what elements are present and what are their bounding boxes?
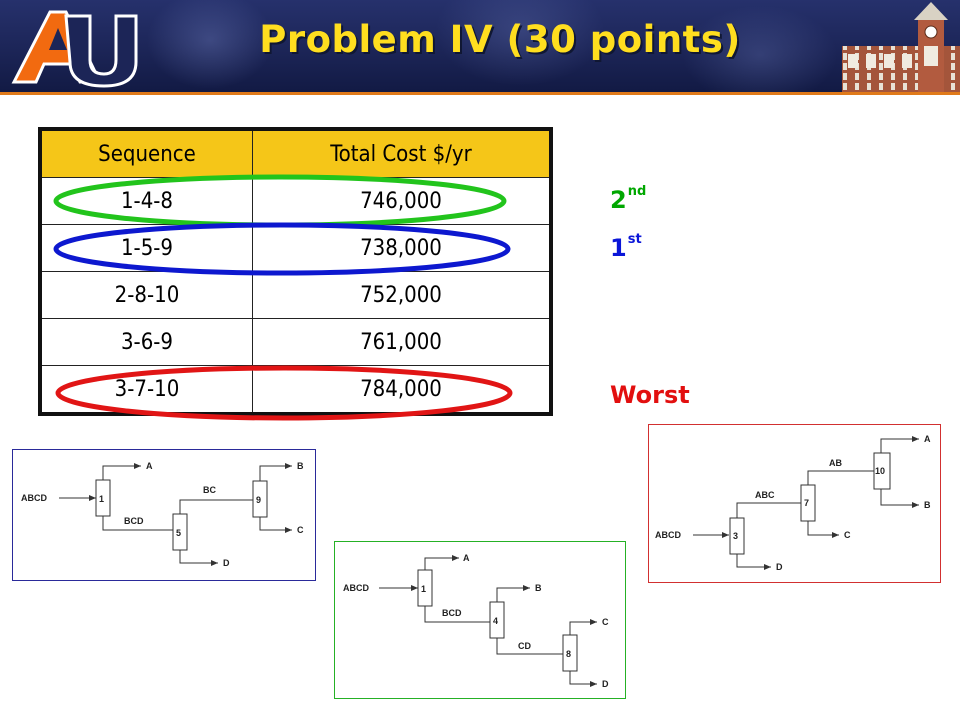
stream-label: D [776,562,783,572]
auburn-logo-icon [11,10,138,88]
unit-label: 1 [99,494,104,504]
rank-worst-label: Worst [610,381,690,409]
cost-cell: 746,000 [252,177,552,225]
sequence-diagram-1-5-9: ABCD 1 5 9 A BCD BC B C D [12,449,316,581]
sequence-cell: 1-5-9 [39,224,253,272]
feed-label: ABCD [343,583,369,593]
rank-second-label: 2nd [610,184,647,214]
cost-cell: 738,000 [252,224,552,272]
stream-label: C [602,617,609,627]
flow-diagram: ABCD 1 5 9 A BCD BC B C D [21,461,304,568]
rank-first-label: 1st [610,232,642,262]
unit-label: 4 [493,616,498,626]
stream-label: D [602,679,609,689]
table-row: 3-7-10 784,000 [39,365,552,415]
stream-label: BCD [124,516,144,526]
feed-label: ABCD [21,493,47,503]
stream-label: A [924,434,931,444]
sequence-cell: 2-8-10 [39,271,253,319]
page-title: Problem IV (30 points) [259,18,741,61]
rank-number: 1 [610,234,627,262]
column-header-sequence: Sequence [39,128,253,178]
stream-label: C [297,525,304,535]
stream-label: BCD [442,608,462,618]
sequence-cell: 1-4-8 [39,177,253,225]
unit-label: 5 [176,528,181,538]
unit-label: 9 [256,495,261,505]
stream-label: BC [203,485,216,495]
flow-diagram: ABCD 1 4 8 A BCD B CD C D [343,553,609,689]
table-row: 2-8-10 752,000 [39,271,552,319]
sequence-diagram-1-4-8: ABCD 1 4 8 A BCD B CD C D [334,541,626,699]
stream-label: D [223,558,230,568]
rank-suffix: st [627,232,642,247]
sequence-cell: 3-7-10 [39,365,253,415]
stream-label: B [535,583,542,593]
feed-label: ABCD [655,530,681,540]
cost-cell: 784,000 [252,365,552,415]
column-header-cost: Total Cost $/yr [252,128,552,178]
stream-label: CD [518,641,531,651]
table-header-row: Sequence Total Cost $/yr [39,128,552,178]
sequence-diagram-3-7-10: ABCD 3 7 10 ABC AB A B C D [648,424,941,583]
sequence-cell: 3-6-9 [39,318,253,366]
unit-label: 3 [733,531,738,541]
header-divider [0,92,960,95]
table-row: 1-5-9 738,000 [39,224,552,272]
stream-label: A [463,553,470,563]
unit-label: 1 [421,584,426,594]
stream-label: ABC [755,490,775,500]
stream-label: C [844,530,851,540]
cost-cell: 752,000 [252,271,552,319]
rank-suffix: nd [627,184,647,199]
cost-table: Sequence Total Cost $/yr 1-4-8 746,000 1… [38,127,553,416]
stream-label: AB [829,458,842,468]
stream-label: B [297,461,304,471]
cost-cell: 761,000 [252,318,552,366]
flow-diagram: ABCD 3 7 10 ABC AB A B C D [655,434,931,572]
stream-label: A [146,461,153,471]
table-row: 1-4-8 746,000 [39,177,552,225]
unit-label: 8 [566,649,571,659]
stream-label: B [924,500,931,510]
rank-number: 2 [610,186,627,214]
table-row: 3-6-9 761,000 [39,318,552,366]
samford-hall-icon [842,2,960,92]
header-banner: Problem IV (30 points) [0,0,960,92]
unit-label: 7 [804,498,809,508]
unit-label: 10 [875,466,885,476]
